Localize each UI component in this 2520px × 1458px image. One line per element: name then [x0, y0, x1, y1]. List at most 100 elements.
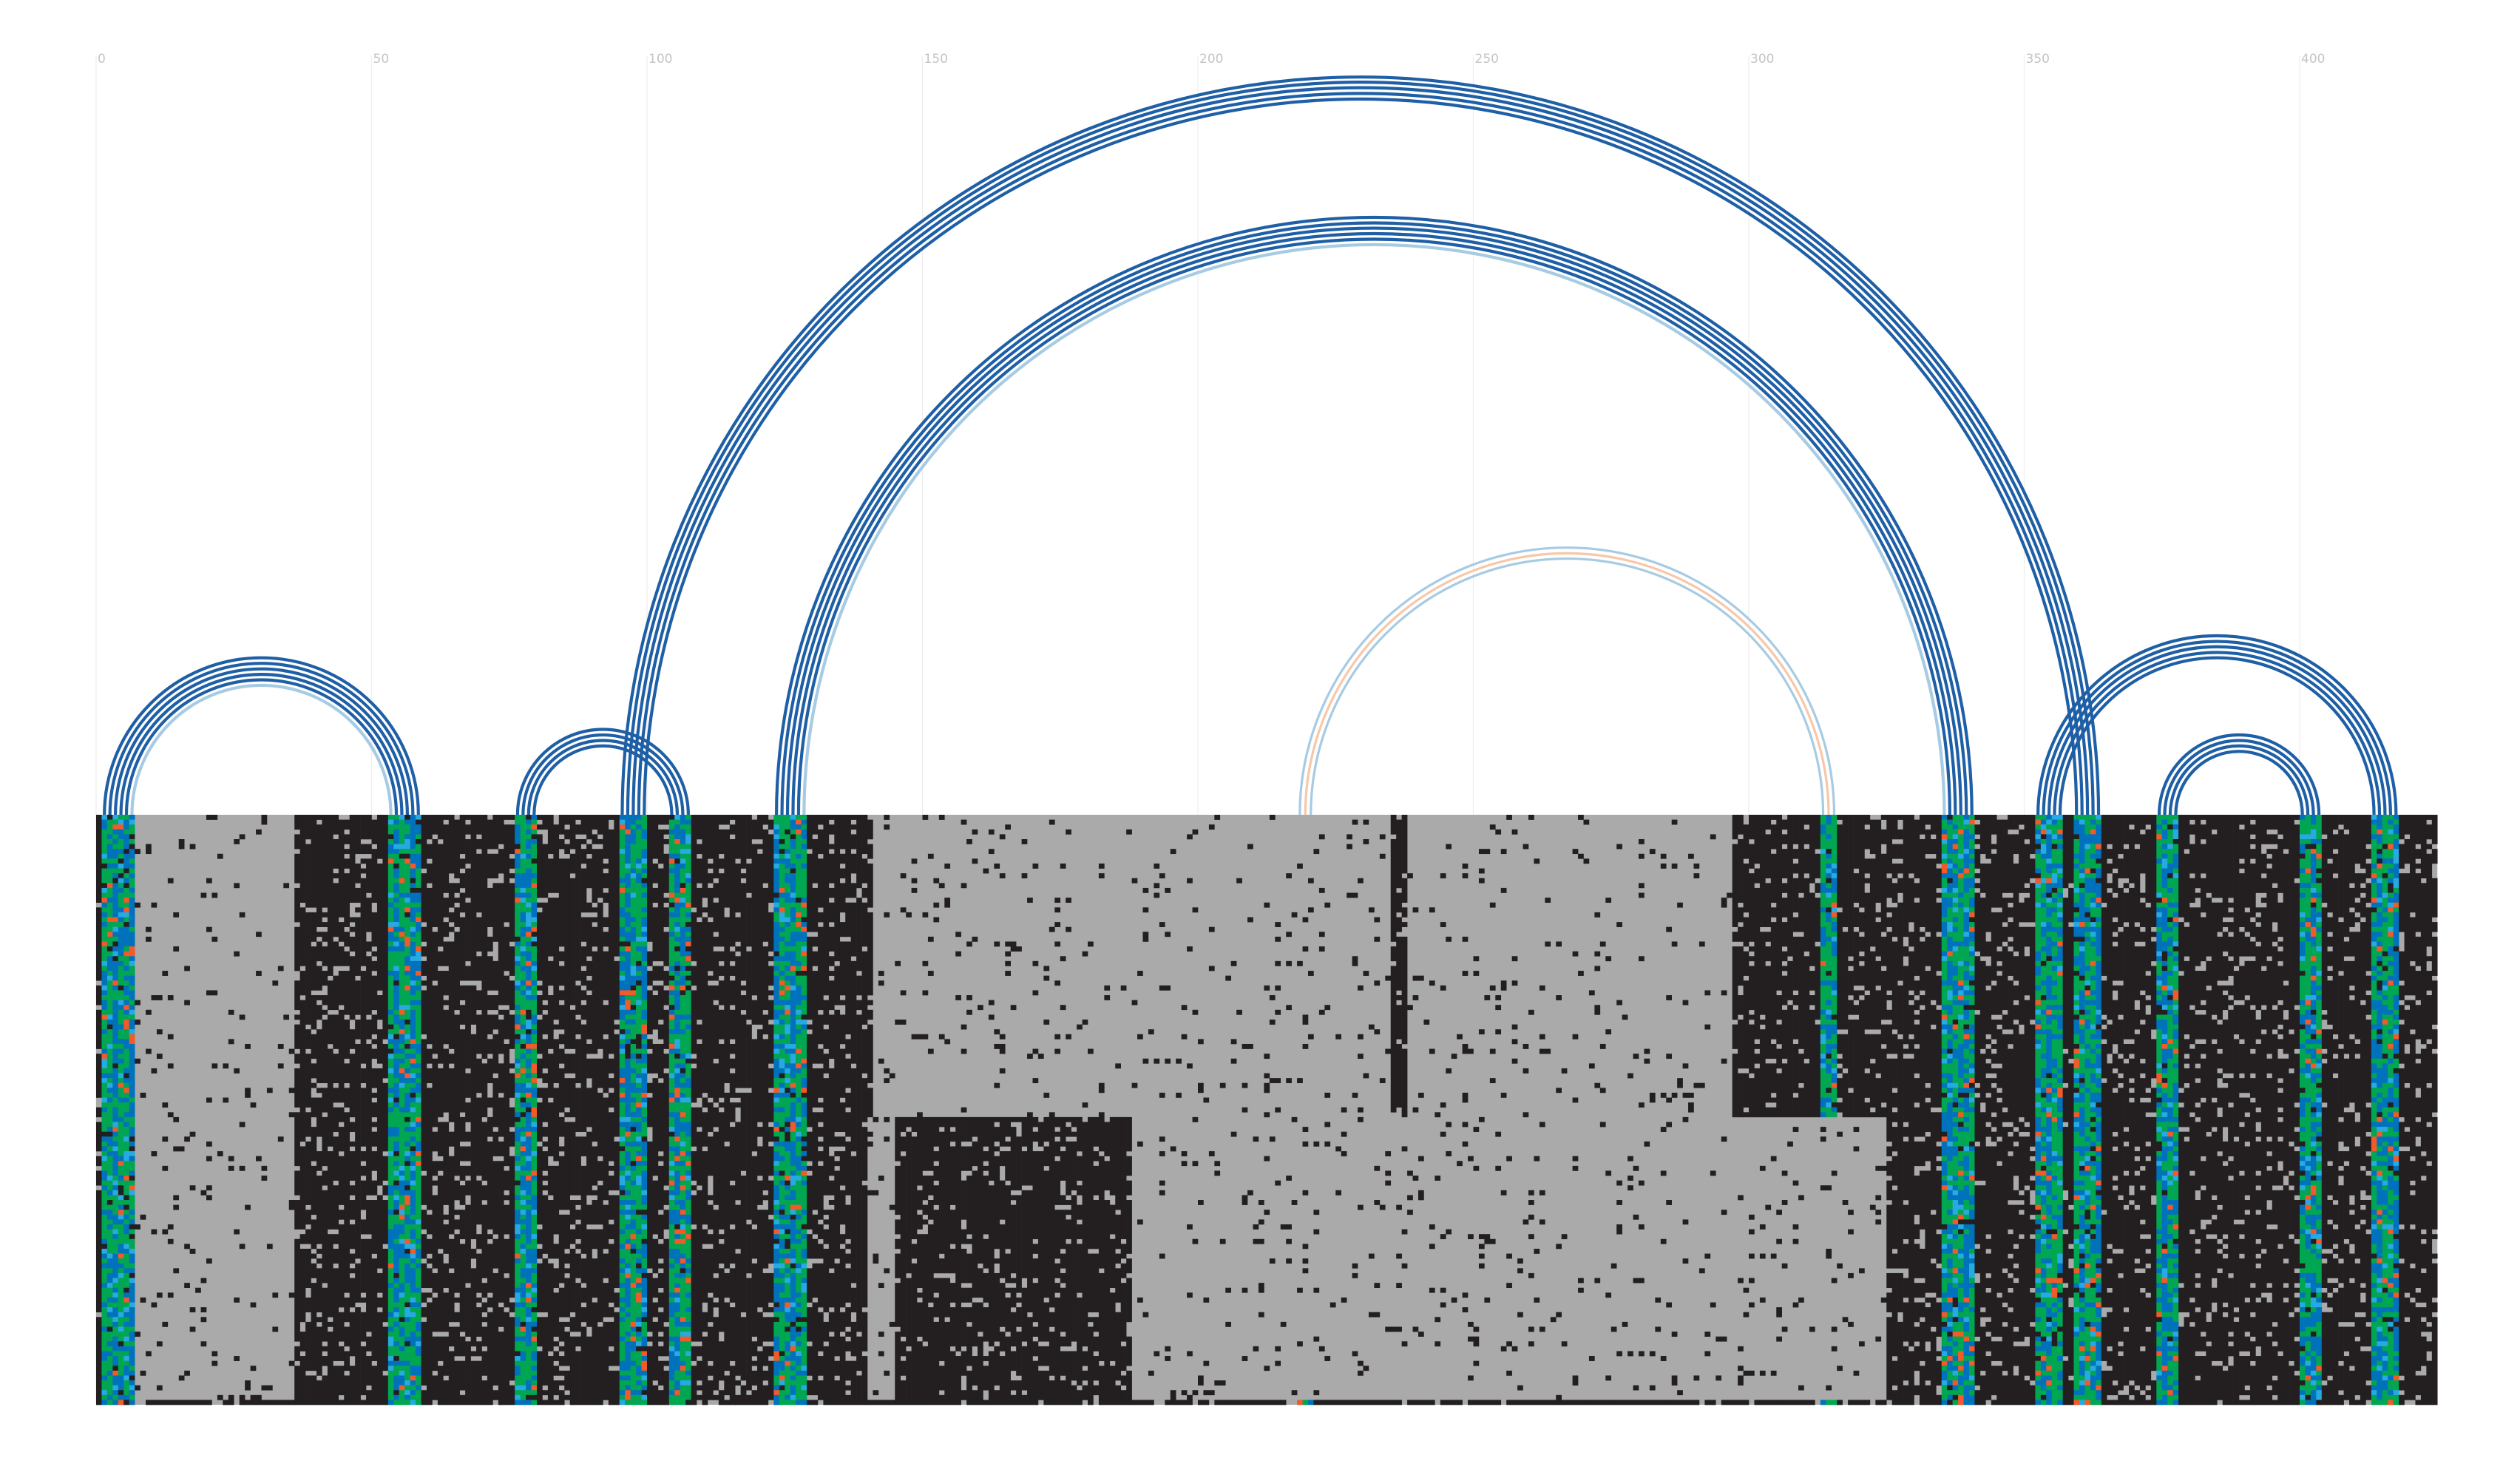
alignment-cell — [641, 1214, 648, 1220]
alignment-cell — [641, 1170, 648, 1191]
alignment-cell — [884, 1068, 890, 1074]
alignment-cell — [404, 956, 410, 966]
alignment-cell — [129, 956, 135, 962]
alignment-cell — [785, 1131, 790, 1142]
alignment-cell — [1071, 1131, 1077, 1137]
alignment-cell — [305, 1029, 311, 1049]
alignment-cell — [779, 892, 785, 898]
alignment-cell — [360, 1180, 367, 1210]
alignment-cell — [316, 1248, 322, 1254]
alignment-cell — [173, 1116, 180, 1122]
alignment-cell — [790, 1219, 796, 1244]
alignment-cell — [740, 1014, 747, 1088]
alignment-cell — [531, 1195, 538, 1210]
alignment-cell — [1749, 873, 1755, 942]
alignment-cell — [1407, 1195, 1413, 1201]
alignment-cell — [106, 980, 113, 1015]
alignment-cell — [344, 1297, 350, 1323]
alignment-cell — [437, 1122, 444, 1156]
alignment-cell — [443, 1000, 450, 1006]
alignment-cell — [387, 898, 394, 903]
alignment-cell — [917, 1190, 923, 1210]
alignment-cell — [1738, 838, 1744, 903]
alignment-cell — [619, 1229, 626, 1235]
alignment-cell — [966, 1287, 972, 1303]
alignment-cell — [515, 1341, 521, 1352]
alignment-cell — [619, 1092, 626, 1098]
alignment-cell — [322, 1375, 328, 1406]
alignment-cell — [785, 1122, 790, 1128]
alignment-cell — [393, 936, 400, 942]
alignment-cell — [1616, 922, 1622, 927]
alignment-cell — [404, 838, 410, 850]
alignment-cell — [1016, 1116, 1022, 1122]
alignment-cell — [1815, 946, 1821, 1020]
alignment-cell — [101, 912, 108, 918]
alignment-cell — [520, 971, 526, 981]
alignment-cell — [1572, 849, 1579, 855]
alignment-cell — [112, 1097, 119, 1108]
alignment-cell — [779, 887, 785, 893]
alignment-cell — [773, 1268, 780, 1278]
alignment-cell — [828, 980, 835, 1011]
alignment-cell — [1468, 1400, 1474, 1406]
alignment-cell — [718, 980, 725, 1006]
alignment-cell — [1302, 917, 1309, 923]
alignment-cell — [817, 926, 824, 1011]
alignment-cell — [663, 990, 670, 1006]
alignment-cell — [487, 1039, 493, 1054]
alignment-cell — [691, 1068, 697, 1103]
alignment-cell — [812, 1302, 819, 1396]
alignment-cell — [173, 1195, 180, 1201]
alignment-cell — [526, 838, 532, 850]
alignment-cell — [1049, 1312, 1055, 1327]
alignment-cell — [1831, 980, 1838, 991]
alignment-cell — [520, 936, 526, 947]
alignment-cell — [586, 1088, 592, 1128]
alignment-cell — [1313, 1210, 1320, 1215]
alignment-cell — [531, 1234, 538, 1240]
alignment-cell — [393, 946, 400, 952]
alignment-cell — [828, 971, 835, 976]
alignment-cell — [106, 1180, 113, 1191]
alignment-cell — [668, 990, 675, 996]
alignment-cell — [779, 1005, 785, 1011]
alignment-cell — [106, 1048, 113, 1074]
alignment-cell — [515, 1366, 521, 1376]
alignment-cell — [1302, 1043, 1309, 1049]
alignment-cell — [1826, 1000, 1832, 1006]
alignment-cell — [1407, 1170, 1413, 1176]
alignment-cell — [1556, 941, 1562, 947]
alignment-cell — [437, 1068, 444, 1118]
alignment-cell — [531, 1341, 538, 1352]
alignment-cell — [129, 844, 135, 850]
alignment-cell — [531, 878, 538, 884]
alignment-cell — [1500, 849, 1507, 855]
alignment-cell — [702, 1248, 708, 1303]
alignment-cell — [129, 1014, 135, 1020]
alignment-cell — [619, 1122, 626, 1128]
alignment-cell — [685, 1400, 691, 1406]
alignment-cell — [1418, 1400, 1424, 1406]
alignment-cell — [509, 1156, 515, 1298]
alignment-cell — [437, 1336, 444, 1361]
alignment-cell — [713, 951, 719, 981]
alignment-cell — [1005, 1116, 1011, 1137]
alignment-cell — [504, 1204, 510, 1235]
alignment-cell — [1082, 951, 1088, 957]
alignment-cell — [338, 1127, 345, 1152]
alignment-cell — [135, 1332, 140, 1337]
alignment-cell — [850, 883, 857, 898]
alignment-cell — [476, 1097, 482, 1176]
alignment-cell — [537, 912, 543, 981]
alignment-cell — [156, 1029, 163, 1035]
alignment-cell — [790, 834, 796, 840]
alignment-cell — [101, 1268, 108, 1284]
alignment-cell — [603, 1039, 609, 1094]
alignment-cell — [520, 1054, 526, 1059]
alignment-cell — [1341, 1131, 1347, 1137]
alignment-cell — [1275, 1346, 1281, 1352]
alignment-cell — [713, 1107, 719, 1128]
alignment-cell — [691, 990, 697, 1054]
alignment-cell — [206, 1141, 212, 1147]
